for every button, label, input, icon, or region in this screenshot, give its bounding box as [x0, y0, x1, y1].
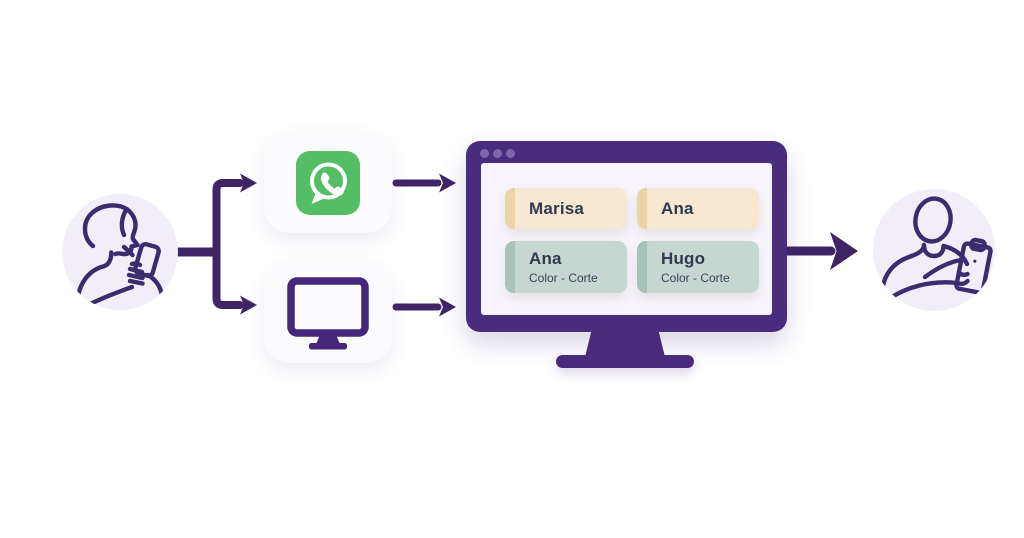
- monitor-screen: Marisa Ana Ana Color - Corte Hugo Color …: [481, 163, 772, 315]
- arrowhead-to-whatsapp: [240, 173, 257, 193]
- arrowhead-whatsapp-monitor: [439, 173, 456, 193]
- window-dot: [493, 149, 502, 158]
- agenda-monitor: Marisa Ana Ana Color - Corte Hugo Color …: [466, 141, 787, 332]
- arrowhead-computer-monitor: [439, 297, 456, 317]
- window-dot: [480, 149, 489, 158]
- appointment-card: Ana: [637, 188, 759, 229]
- card-accent-stripe: [637, 188, 647, 229]
- appointment-card: Marisa: [505, 188, 627, 229]
- appointment-name: Ana: [661, 198, 694, 218]
- appointment-card: Ana Color - Corte: [505, 241, 627, 293]
- computer-card: [264, 262, 392, 363]
- branch-line: [212, 179, 244, 309]
- appointment-name: Ana: [529, 249, 562, 269]
- appointment-service: Color - Corte: [529, 270, 598, 285]
- monitor-stand-neck: [585, 331, 665, 357]
- person-with-clipboard-icon: [879, 196, 993, 306]
- card-accent-stripe: [505, 241, 515, 293]
- arrowhead-to-computer: [240, 295, 257, 315]
- card-accent-stripe: [637, 241, 647, 293]
- appointment-name: Hugo: [661, 249, 706, 269]
- window-dot: [506, 149, 515, 158]
- person-with-clipboard-badge: [873, 189, 995, 311]
- person-with-phone-icon: [74, 203, 166, 309]
- monitor-stand-base: [556, 355, 694, 368]
- card-accent-stripe: [505, 188, 515, 229]
- person-with-phone-badge: [62, 194, 178, 310]
- computer-icon: [287, 276, 369, 349]
- window-dots: [480, 149, 515, 158]
- appointment-name: Marisa: [529, 198, 585, 218]
- arrowhead-to-destination: [830, 232, 858, 270]
- appointment-card: Hugo Color - Corte: [637, 241, 759, 293]
- whatsapp-card: [264, 132, 392, 233]
- appointment-service: Color - Corte: [661, 270, 730, 285]
- whatsapp-icon: [296, 150, 360, 215]
